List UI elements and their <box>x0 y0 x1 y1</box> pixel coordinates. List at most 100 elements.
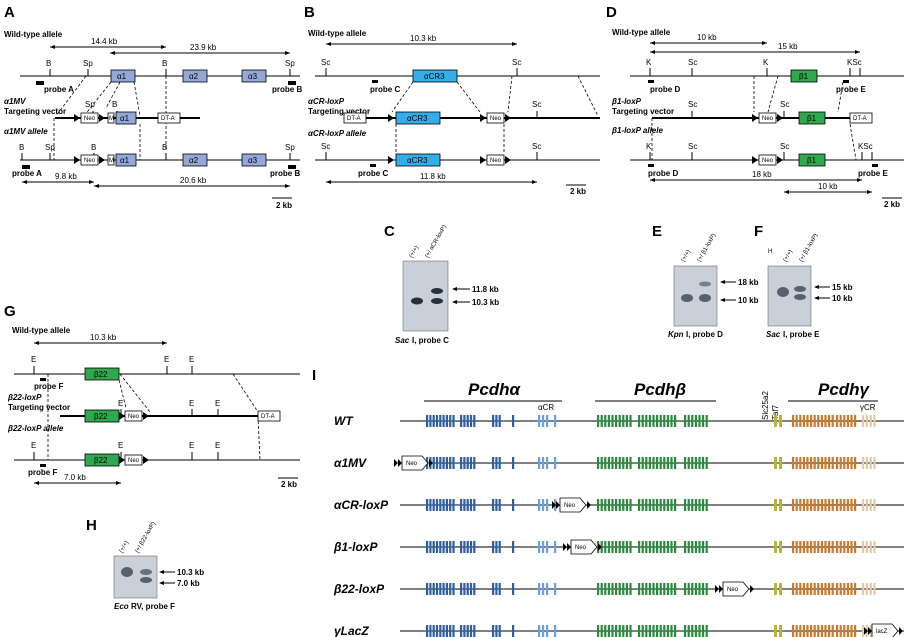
band-size-label: 10 kb <box>832 294 853 303</box>
gamma-exon <box>850 625 853 637</box>
row-label: αCR-loxP <box>334 498 389 512</box>
probe-mark <box>872 164 878 167</box>
site-e: E <box>164 355 169 364</box>
gamma-exon <box>839 415 842 427</box>
alpha-exon <box>473 415 476 427</box>
loxp-site <box>563 543 567 551</box>
gamma-exon <box>854 457 857 469</box>
probe-mark <box>843 80 849 83</box>
alpha-exon <box>432 625 435 637</box>
blot-band <box>699 294 711 302</box>
beta-exon <box>622 499 625 511</box>
beta-exon <box>622 583 625 595</box>
band-size-label: 10.3 kb <box>177 568 204 577</box>
alpha-exon <box>449 415 452 427</box>
beta-exon <box>600 415 603 427</box>
site-sc: Sc <box>688 58 697 67</box>
tv-subtitle: Targeting vector <box>308 107 370 116</box>
alpha-exon <box>466 625 469 637</box>
distance-label: 18 kb <box>752 170 772 179</box>
panel-label-b: B <box>304 4 315 21</box>
lacz-cassette <box>871 623 899 637</box>
beta-exon <box>684 457 687 469</box>
beta-exon <box>622 415 625 427</box>
neo-cassette-label: Neo <box>575 545 587 551</box>
beta-exon <box>645 415 648 427</box>
alpha-exon <box>452 499 455 511</box>
gamma-exon <box>810 583 813 595</box>
beta-exon <box>622 457 625 469</box>
beta-exon <box>666 541 669 553</box>
beta-exon <box>629 415 632 427</box>
gamma-exon <box>810 415 813 427</box>
gamma-exon <box>846 583 849 595</box>
alpha-exon <box>495 541 498 553</box>
beta-exon <box>648 625 651 637</box>
probe-mark <box>288 165 296 169</box>
gamma-exon <box>795 583 798 595</box>
alpha-exon <box>466 415 469 427</box>
beta-exon <box>702 499 705 511</box>
alpha-exon <box>429 541 432 553</box>
beta-exon <box>705 499 708 511</box>
beta-exon <box>615 415 618 427</box>
beta-exon <box>615 499 618 511</box>
beta-exon <box>600 499 603 511</box>
panel-label-g: G <box>4 303 16 320</box>
probe-mark <box>370 164 376 167</box>
gamma-exon <box>836 457 839 469</box>
beta-exon <box>663 625 666 637</box>
beta-exon <box>604 541 607 553</box>
gamma-exon <box>831 625 834 637</box>
probe-label: probe D <box>648 169 678 178</box>
panel-c: C (+/+) (+/ αCR-loxP) 11.8 kb 10.3 kb Sa… <box>384 223 499 345</box>
neo-cassette <box>80 112 99 124</box>
slc-label: Slc25a2 <box>761 391 770 420</box>
alpha-exon <box>432 583 435 595</box>
beta-exon <box>652 541 655 553</box>
panel-label-c: C <box>384 223 395 240</box>
loxp-site <box>556 501 560 509</box>
blot-band <box>699 281 711 287</box>
beta-exon <box>694 583 697 595</box>
gamma-exon <box>828 499 831 511</box>
beta-exon <box>656 457 659 469</box>
band-size-label: 10 kb <box>738 296 759 305</box>
alpha-exon <box>432 541 435 553</box>
gamma-exon <box>824 625 827 637</box>
beta-exon <box>625 625 628 637</box>
beta-exon <box>652 583 655 595</box>
site-e: E <box>215 441 220 450</box>
probe-mark <box>648 80 654 83</box>
beta-exon <box>648 583 651 595</box>
blot-band <box>411 297 423 305</box>
neo-cassette <box>570 539 598 555</box>
gamma-exon <box>799 415 802 427</box>
probe-mark <box>40 464 46 467</box>
beta-exon <box>684 625 687 637</box>
allele-title: α1MV allele <box>4 127 48 136</box>
beta-exon <box>666 499 669 511</box>
gamma-exon <box>831 499 834 511</box>
alpha-exon <box>435 499 439 511</box>
neo-label: Neo <box>490 158 502 164</box>
gamma-exon <box>836 583 839 595</box>
gamma-exon <box>820 499 823 511</box>
probe-label: probe B <box>272 85 302 94</box>
alpha-exon <box>445 415 448 427</box>
alpha-exon <box>432 415 435 427</box>
neo-cassette <box>722 581 750 597</box>
exon-label: α2 <box>189 72 199 81</box>
exon-a1 <box>110 69 136 83</box>
beta-exon <box>607 457 610 469</box>
alpha-exon <box>426 499 429 511</box>
alpha-exon <box>442 415 445 427</box>
alpha-exon <box>495 625 498 637</box>
beta-exon <box>659 625 662 637</box>
loxp-site <box>394 459 398 467</box>
panel-g: G Wild-type allele 10.3 kb E E E β22 pro… <box>4 303 300 489</box>
beta-exon <box>674 499 677 511</box>
alpha-exon <box>466 499 469 511</box>
neo-label: Neo <box>84 116 96 122</box>
beta-exon <box>629 583 632 595</box>
